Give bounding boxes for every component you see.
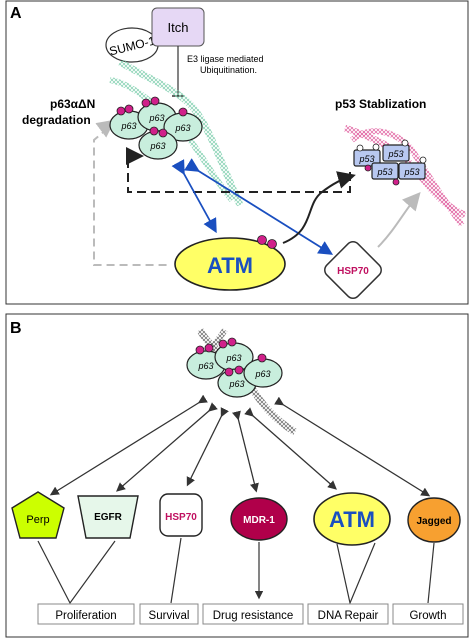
p63-label: p63 — [120, 121, 136, 131]
e3-text-line2: Ubiquitination. — [200, 65, 257, 75]
arrow-to-egfr — [116, 402, 218, 492]
perp-pentagon — [11, 491, 65, 539]
outcome-box-drug-resistance — [202, 603, 304, 625]
p53-label: p53 — [403, 167, 419, 177]
egfr-trapezoid — [77, 495, 139, 539]
p63-label: p63 — [254, 369, 270, 379]
p53-subunit — [382, 144, 410, 162]
p63-label: p63 — [197, 361, 213, 371]
hsp70-b-label: HSP70 — [165, 512, 197, 523]
ubiquitin-dot — [124, 104, 134, 114]
p53-tetramer: p53 p53 p53 p53 — [353, 139, 427, 186]
p63-label: p63 — [228, 379, 244, 389]
arrow-to-hsp70 — [186, 407, 229, 487]
black-dashed-arrow — [126, 147, 351, 193]
p63-tetramer-b: p63 p63 p63 p63 — [186, 337, 283, 398]
modification-dot — [372, 143, 380, 151]
modification-dot — [356, 144, 364, 152]
ubiquitin-dot — [234, 365, 244, 375]
ubiquitin-dot — [116, 106, 126, 116]
ubiquitin-dot — [218, 339, 228, 349]
atm-label: ATM — [207, 253, 253, 278]
dna-strand-pink-2 — [350, 128, 465, 227]
p63-label: p63 — [149, 141, 165, 151]
outcome-box-proliferation — [37, 603, 135, 625]
phosphate-dot — [257, 235, 267, 245]
modification-dot — [364, 164, 372, 172]
p53-stabilization-label: p53 Stablization — [335, 97, 426, 111]
modification-dot — [401, 139, 409, 147]
connector-proliferation — [37, 540, 116, 605]
panel-a-frame — [5, 0, 469, 305]
p63-label: p63 — [225, 353, 241, 363]
atm-to-p53-arrow — [282, 171, 356, 244]
p53-subunit — [371, 162, 399, 180]
panel-b: B p63 p63 p63 p63 — [5, 313, 469, 638]
p53-label: p53 — [387, 149, 403, 159]
degradation-line1: p63αΔN — [50, 97, 95, 111]
hsp70-box — [159, 493, 203, 537]
jagged-ellipse — [407, 497, 461, 543]
connector-survival — [170, 537, 182, 604]
blue-arrow-p63-atm — [171, 159, 217, 234]
modification-dot — [392, 178, 400, 186]
hsp70-to-p53-arrow — [377, 191, 421, 248]
panel-a: A SUMO-1 Itch E3 ligase mediated Ubiquit… — [5, 0, 469, 305]
e3-text-line1: E3 ligase mediated — [187, 54, 264, 64]
p53-label: p53 — [376, 167, 392, 177]
phosphate-dot — [267, 239, 277, 249]
modification-dot — [419, 156, 427, 164]
perp-label: Perp — [26, 514, 49, 526]
arrow-to-mdr1 — [232, 410, 259, 493]
panel-b-frame — [5, 313, 469, 638]
outcome-survival: Survival — [149, 610, 190, 622]
egfr-label: EGFR — [94, 512, 123, 523]
outcome-box-survival — [139, 603, 199, 625]
hsp70-label: HSP70 — [337, 266, 369, 277]
p63-label: p63 — [148, 113, 164, 123]
p63-tetramer-a: p63 p63 p63 p63 — [109, 96, 203, 160]
outcome-drug-resistance: Drug resistance — [213, 610, 294, 622]
ubiquitin-dot — [204, 343, 214, 353]
gray-dashed-arrow — [93, 127, 170, 266]
atm-b-label: ATM — [329, 507, 375, 532]
ubiquitin-dot — [227, 337, 237, 347]
mdr1-label: MDR-1 — [243, 515, 275, 526]
jagged-label: Jagged — [416, 516, 451, 527]
ubiquitin-dot — [178, 107, 188, 117]
degradation-line2: degradation — [22, 113, 91, 127]
panel-b-label: B — [10, 320, 22, 337]
ubiquitin-dot — [149, 126, 159, 136]
ubiquitin-dot — [195, 345, 205, 355]
atm-ellipse — [174, 237, 286, 291]
ubiquitin-dot — [224, 367, 234, 377]
hsp70-diamond — [324, 241, 382, 299]
arrow-to-atm — [244, 407, 337, 490]
connector-dna-repair — [336, 542, 376, 605]
atm-b-ellipse — [313, 492, 391, 546]
outcome-proliferation: Proliferation — [55, 610, 116, 622]
connector-growth — [427, 542, 435, 604]
outcome-box-dna-repair — [307, 603, 389, 625]
p63-label: p63 — [174, 123, 190, 133]
mdr1-ellipse — [230, 497, 288, 541]
blue-arrow-p63-hsp70 — [184, 158, 334, 255]
outcome-dna-repair: DNA Repair — [318, 610, 379, 622]
ubiquitin-dot — [141, 98, 151, 108]
itch-label: Itch — [168, 20, 189, 35]
p53-label: p53 — [358, 154, 374, 164]
panel-a-label: A — [10, 5, 22, 22]
outcome-growth: Growth — [409, 610, 446, 622]
ubiquitin-dot — [257, 353, 267, 363]
arrow-to-jagged — [274, 396, 431, 497]
arrow-to-perp — [49, 394, 208, 496]
p53-subunit — [398, 162, 426, 180]
ubiquitin-dot — [158, 128, 168, 138]
ubiquitin-dot — [150, 96, 160, 106]
outcome-box-growth — [392, 603, 464, 625]
